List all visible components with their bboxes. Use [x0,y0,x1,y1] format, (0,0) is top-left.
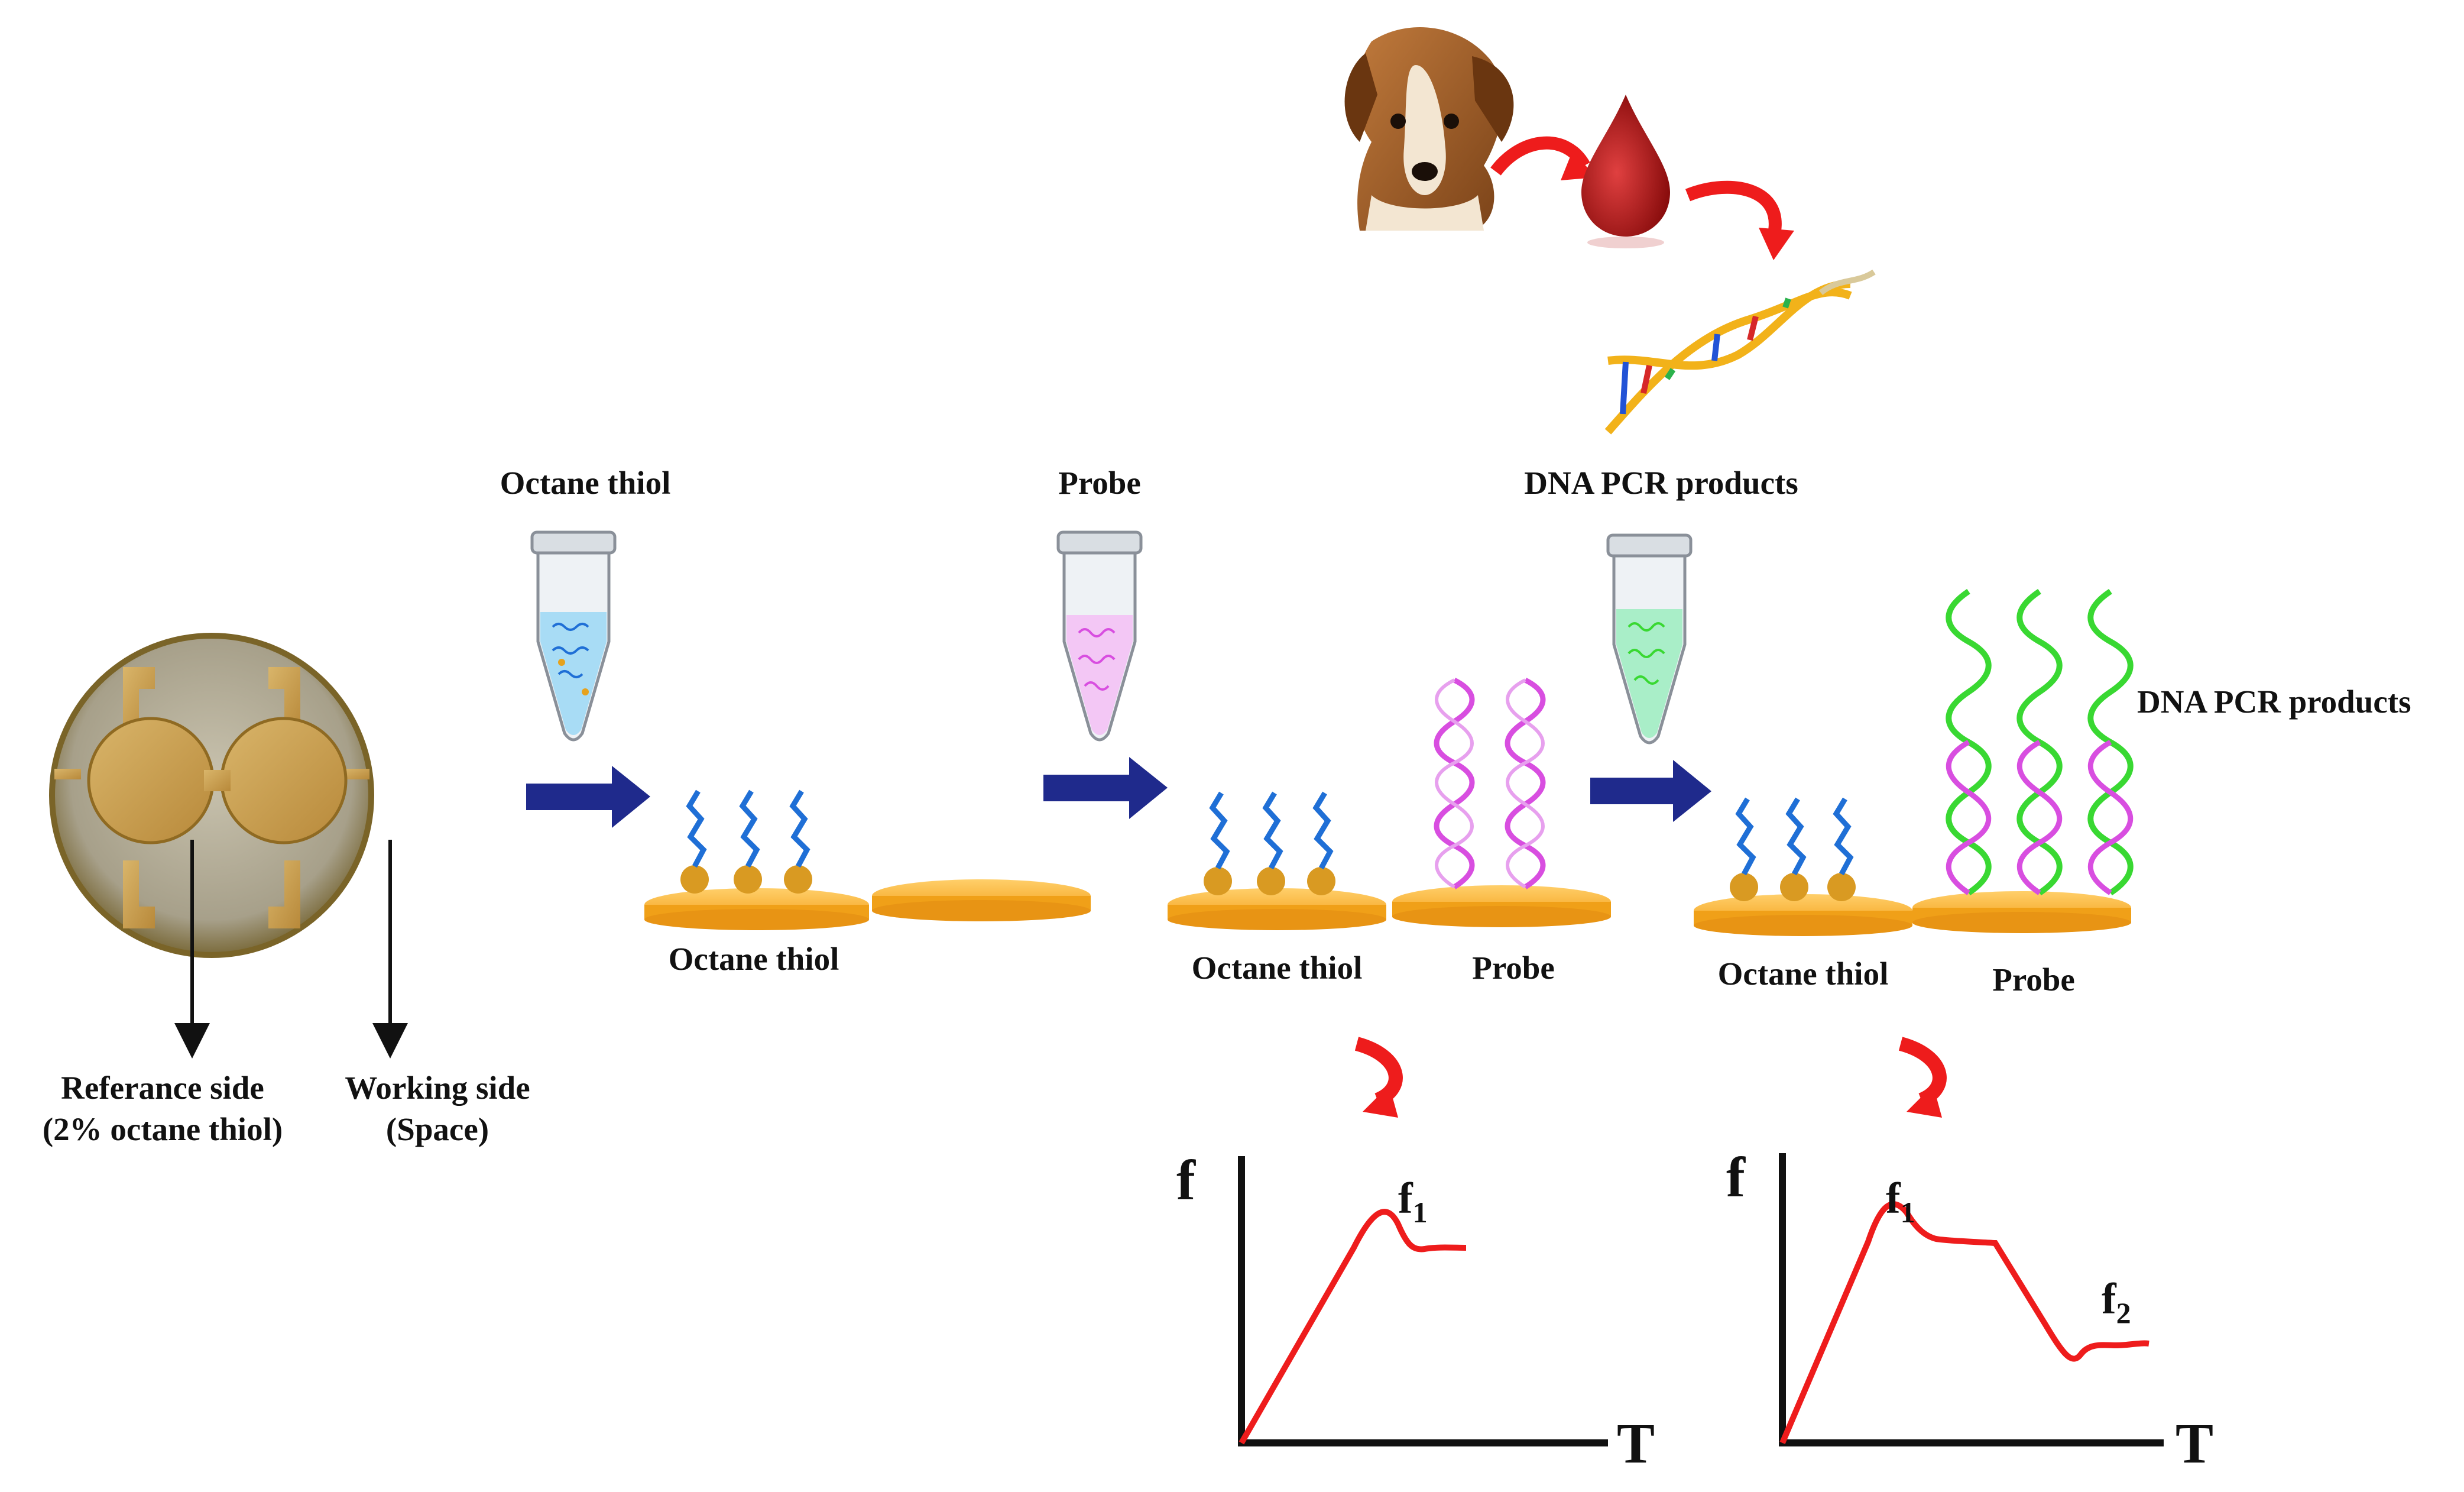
sensor-chip-icon [49,633,374,958]
stage3-dna-pcr-label: DNA PCR products [2137,684,2411,720]
probe-strands-stage2 [1434,677,1546,889]
graph2-peak2-sub: 2 [2116,1296,2131,1329]
stage2-probe-label: Probe [1472,950,1555,986]
stage1-octane-thiol-label: Octane thiol [668,941,839,977]
stage3-octane-thiol-label: Octane thiol [1717,956,1889,992]
graph2-x-label: T [2176,1412,2214,1475]
reference-side-line2: (2% octane thiol) [42,1111,283,1147]
hybridized-strands-stage3 [1946,588,2134,896]
gold-disk-stage2-left [1168,888,1386,930]
red-arrow-head [1759,228,1794,260]
graph2-peak1-f: f [1886,1174,1901,1223]
tube-icon [1606,533,1693,745]
red-arrow-blood-to-dna [1685,180,1782,238]
working-side-label: Working side (Space) [345,1067,530,1150]
stage3-probe-label: Probe [1992,962,2075,998]
process-arrow-3 [1590,760,1711,822]
step1-reagent-label: Octane thiol [500,465,671,501]
step2-reagent-label: Probe [1058,465,1141,501]
octane-thiol-layer-3 [1730,797,1856,901]
frequency-graph-1 [1238,1156,1608,1446]
stage2-octane-thiol-label: Octane thiol [1191,950,1363,986]
gold-disk-stage1-left [644,888,869,930]
graph1-peak-f: f [1398,1174,1413,1223]
red-arrow-to-graph-2 [1898,1037,1947,1118]
dna-helix-icon [1604,269,1876,435]
reference-side-line1: Referance side [61,1070,264,1106]
graph2-peak1-sub: 1 [1900,1195,1915,1229]
graph2-peak2-f: f [2102,1275,2116,1323]
tube-icon [1056,530,1143,742]
process-arrow-1 [526,766,650,828]
frequency-graph-2 [1779,1153,2164,1446]
gold-disk-stage1-right [872,879,1091,921]
dog-icon [1344,27,1514,231]
blood-drop-icon [1581,95,1670,248]
red-arrow-to-graph-1 [1354,1037,1403,1118]
gold-disk-stage3-right [1912,891,2131,933]
graph2-peak1-label: f1 [1886,1174,1915,1229]
graph1-peak-sub: 1 [1412,1195,1428,1229]
graph2-peak2-label: f2 [2102,1274,2131,1330]
octane-thiol-layer-2 [1204,791,1335,895]
red-arrow-dog-to-blood [1490,136,1590,176]
graph2-curve [1779,1201,2149,1444]
working-side-line1: Working side [345,1070,530,1106]
working-side-line2: (Space) [385,1111,489,1147]
gold-disk-stage3-left [1694,894,1912,936]
process-arrow-2 [1043,757,1168,819]
graph1-x-label: T [1617,1412,1655,1475]
graph1-y-label: f [1176,1148,1195,1212]
step3-reagent-label: DNA PCR products [1524,465,1798,501]
tube-icon [530,530,617,742]
graph1-curve [1239,1209,1467,1445]
octane-thiol-layer-1 [680,789,812,894]
gold-disk-stage2-right [1392,885,1611,927]
graph1-peak-label: f1 [1398,1174,1428,1229]
reference-side-label: Referance side (2% octane thiol) [43,1067,283,1150]
graph2-y-label: f [1726,1145,1745,1209]
